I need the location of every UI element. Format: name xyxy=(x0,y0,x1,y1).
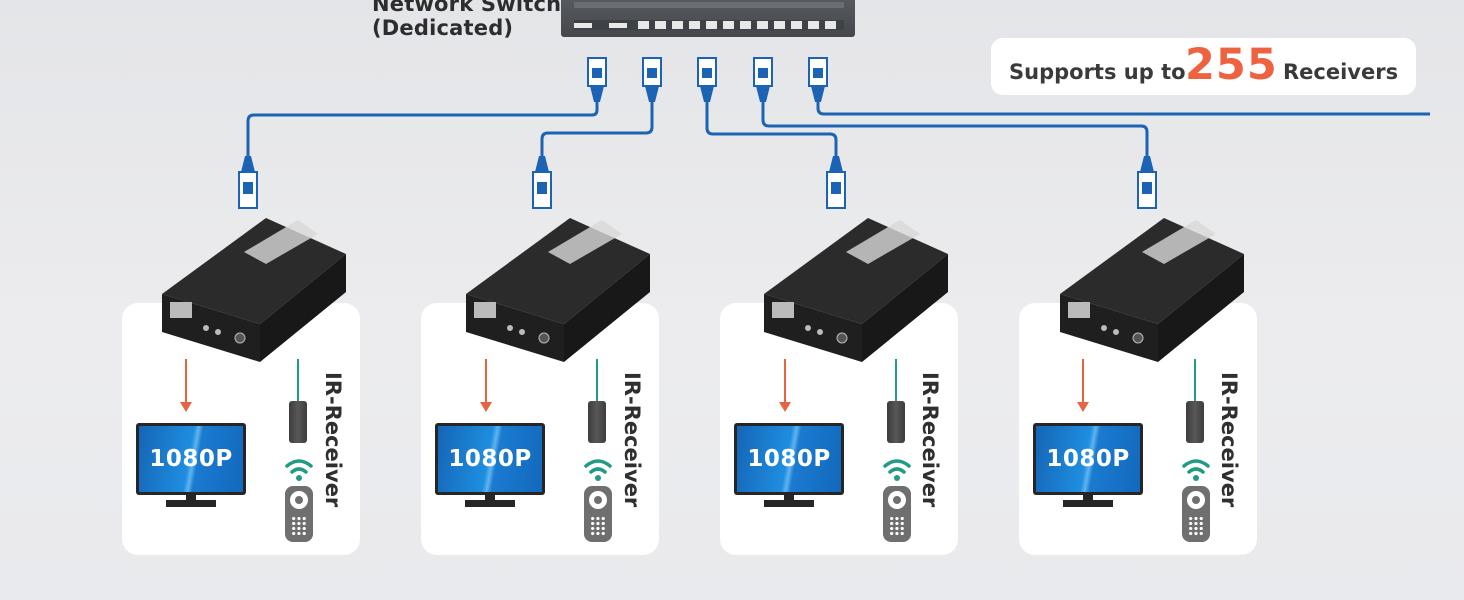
switch-label: Network Switch (Dedicated) xyxy=(372,0,561,40)
tv-icon: 1080P xyxy=(1033,423,1143,495)
arrow-down-icon xyxy=(1077,402,1089,412)
wireless-signal-icon xyxy=(285,459,313,481)
ir-receiver-label: IR-Receiver xyxy=(918,372,942,508)
capacity-badge: Supports up to 255 Receivers xyxy=(991,38,1416,95)
capacity-prefix: Supports up to xyxy=(1009,60,1186,84)
remote-control-icon xyxy=(883,486,911,542)
ir-cable xyxy=(297,359,299,401)
receiver-unit-icon xyxy=(162,218,346,362)
arrow-down-icon xyxy=(779,402,791,412)
ir-receiver-label: IR-Receiver xyxy=(620,372,644,508)
wireless-signal-icon xyxy=(883,459,911,481)
switch-label-line2: (Dedicated) xyxy=(372,16,514,40)
ir-cable xyxy=(596,359,598,401)
remote-control-icon xyxy=(285,486,313,542)
switch-connectors xyxy=(587,57,828,102)
capacity-suffix: Receivers xyxy=(1283,60,1399,84)
tv-resolution: 1080P xyxy=(1046,446,1130,472)
tv-stand-neck xyxy=(784,495,794,501)
tv-resolution: 1080P xyxy=(448,446,532,472)
tv-resolution: 1080P xyxy=(149,446,233,472)
tv-resolution: 1080P xyxy=(747,446,831,472)
tv-stand-neck xyxy=(1083,495,1093,501)
ir-receiver-icon xyxy=(289,401,307,443)
hdmi-arrow xyxy=(485,359,487,403)
tv-stand-neck xyxy=(485,495,495,501)
ir-cable xyxy=(1194,359,1196,401)
hdmi-arrow xyxy=(185,359,187,403)
wireless-signal-icon xyxy=(584,459,612,481)
tv-stand-base xyxy=(764,500,814,507)
ir-receiver-label: IR-Receiver xyxy=(321,372,345,508)
tv-icon: 1080P xyxy=(136,423,246,495)
ir-cable xyxy=(895,359,897,401)
switch-ports xyxy=(574,2,844,30)
tv-stand-neck xyxy=(186,495,196,501)
tv-stand-base xyxy=(166,500,216,507)
ir-receiver-icon xyxy=(1186,401,1204,443)
ir-receiver-label: IR-Receiver xyxy=(1217,372,1241,508)
switch-label-line1: Network Switch xyxy=(372,0,562,16)
ir-receiver-icon xyxy=(887,401,905,443)
receiver-unit-icon xyxy=(764,218,948,362)
tv-stand-base xyxy=(465,500,515,507)
arrow-down-icon xyxy=(180,402,192,412)
wireless-signal-icon xyxy=(1182,459,1210,481)
remote-control-icon xyxy=(584,486,612,542)
hdmi-arrow xyxy=(784,359,786,403)
hdmi-arrow xyxy=(1082,359,1084,403)
capacity-count: 255 xyxy=(1185,40,1278,90)
tv-icon: 1080P xyxy=(435,423,545,495)
ethernet-cables xyxy=(246,102,1430,160)
ir-receiver-icon xyxy=(588,401,606,443)
remote-control-icon xyxy=(1182,486,1210,542)
receiver-unit-icon xyxy=(1060,218,1244,362)
arrow-down-icon xyxy=(480,402,492,412)
tv-icon: 1080P xyxy=(734,423,844,495)
tv-stand-base xyxy=(1063,500,1113,507)
receiver-unit-icon xyxy=(466,218,650,362)
receiver-connectors xyxy=(238,156,1157,209)
